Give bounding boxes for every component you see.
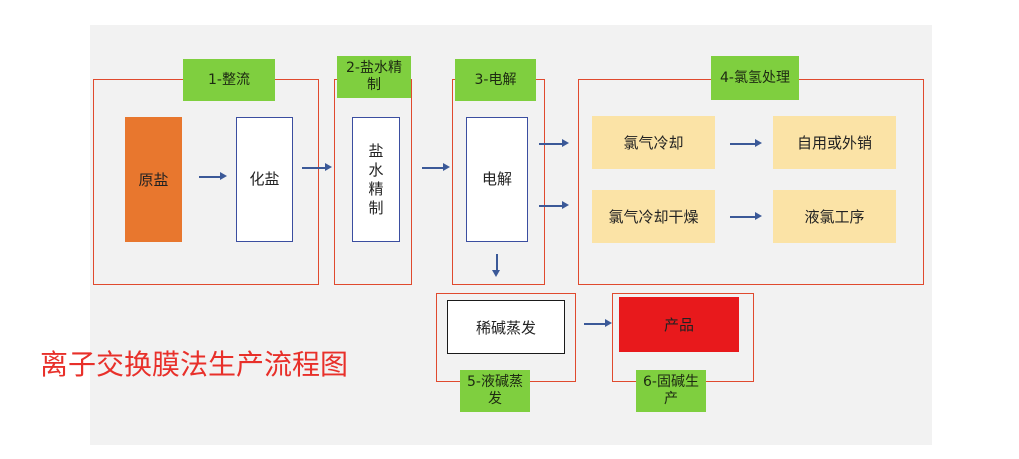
stage-5-tag: 5-液碱蒸发	[460, 370, 530, 412]
dissolve-box: 化盐	[236, 117, 293, 242]
brine-box: 盐水精制	[352, 117, 400, 242]
arrow-electrolysis-to-chlorine-cool	[539, 140, 569, 146]
dilute-evap-box: 稀碱蒸发	[447, 300, 565, 354]
diagram-title: 离子交换膜法生产流程图	[40, 348, 349, 381]
arrow-chlorine-cool-to-self-use	[730, 140, 762, 146]
liquid-chlorine-box: 液氯工序	[773, 190, 896, 243]
arrow-evap-to-product	[584, 320, 612, 326]
stage-3-tag: 3-电解	[455, 59, 536, 101]
stage-4-frame	[578, 79, 924, 285]
stage-1-tag: 1-整流	[183, 59, 275, 101]
arrow-brine-to-electrolysis	[422, 164, 450, 170]
chlorine-dry-box: 氯气冷却干燥	[592, 190, 715, 243]
product-box: 产品	[619, 297, 739, 352]
stage-6-tag: 6-固碱生产	[636, 370, 706, 412]
raw-salt-box: 原盐	[125, 117, 182, 242]
arrow-chlorine-dry-to-liquid	[730, 213, 762, 219]
electrolysis-box: 电解	[466, 117, 528, 242]
self-use-box: 自用或外销	[773, 116, 896, 169]
chlorine-cool-box: 氯气冷却	[592, 116, 715, 169]
arrow-electrolysis-to-evap	[493, 254, 499, 277]
arrow-dissolve-to-brine	[302, 164, 332, 170]
arrow-salt-to-dissolve	[199, 173, 227, 179]
stage-2-tag: 2-盐水精制	[337, 56, 411, 98]
arrow-electrolysis-to-chlorine-dry	[539, 202, 569, 208]
stage-4-tag: 4-氯氢处理	[711, 56, 799, 100]
